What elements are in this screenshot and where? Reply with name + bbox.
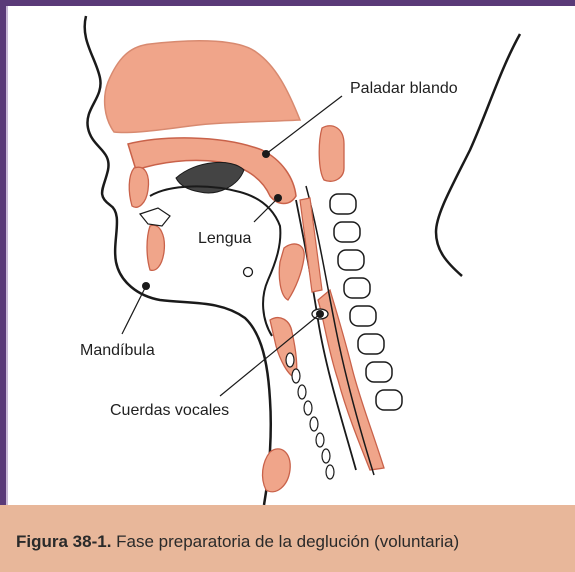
esophagus-tissue <box>300 198 322 292</box>
vocal-cords-dot <box>316 310 324 318</box>
lower-lip <box>147 225 164 270</box>
epiglottis <box>279 244 304 300</box>
bolus <box>176 162 244 192</box>
soft-palate-dot <box>262 150 270 158</box>
caption-text: Fase preparatoria de la deglución (volun… <box>111 532 459 551</box>
vocal-cords-leader <box>220 314 320 396</box>
tongue-leader <box>254 198 278 222</box>
figure-caption: Figura 38-1. Fase preparatoria de la deg… <box>16 532 459 552</box>
mandible-leader <box>122 286 146 334</box>
label-vocal-cords: Cuerdas vocales <box>110 402 229 420</box>
larynx-tissue <box>270 318 297 378</box>
upper-teeth <box>129 167 148 207</box>
trachea-rings <box>286 353 334 479</box>
caption-number: Figura 38-1. <box>16 532 111 551</box>
tongue-outline <box>150 186 280 336</box>
swallowing-anatomy-diagram <box>0 0 575 505</box>
neck-back-outline <box>436 34 520 276</box>
label-soft-palate: Paladar blando <box>350 80 458 98</box>
thyroid-gland <box>263 449 291 492</box>
tongue-dot <box>274 194 282 202</box>
mandible-dot <box>142 282 150 290</box>
spine-top <box>319 126 344 182</box>
nasal-cavity <box>105 41 300 133</box>
label-tongue: Lengua <box>198 230 251 248</box>
label-mandible: Mandíbula <box>80 342 155 360</box>
hyoid-circle <box>244 268 253 277</box>
teeth-white <box>140 208 170 226</box>
